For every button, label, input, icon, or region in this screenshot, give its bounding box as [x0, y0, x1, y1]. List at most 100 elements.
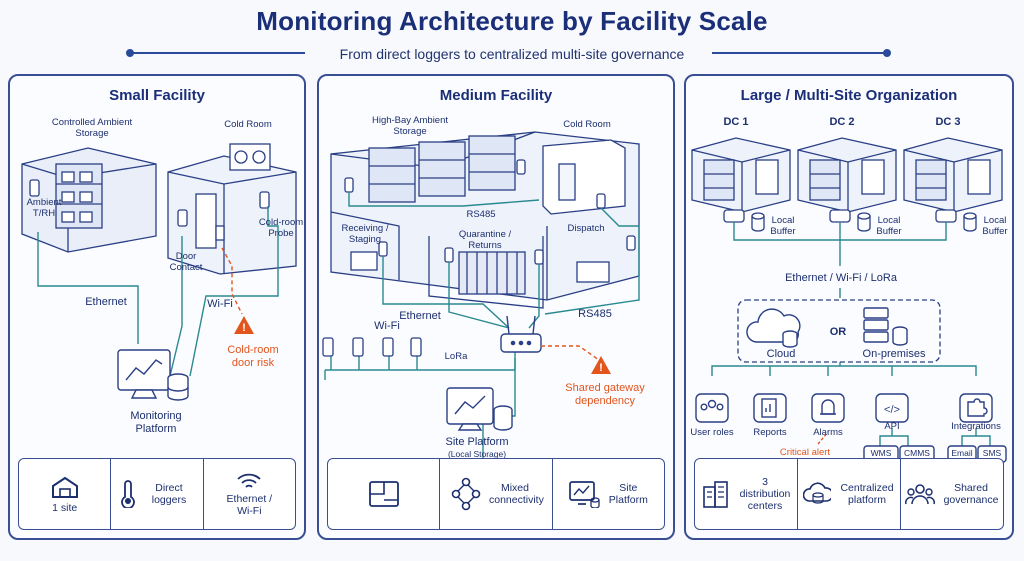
small-facility-diagram: ! — [21, 143, 297, 401]
thermometer-icon — [121, 480, 135, 508]
footer-label: Shared governance — [943, 482, 999, 506]
local-buffer-label-3: Local Buffer — [982, 215, 1008, 237]
rack-icon — [418, 141, 466, 197]
site-platform-label: Site Platform — [445, 436, 509, 448]
large-organization-title: Large / Multi-Site Organization — [740, 87, 958, 104]
subtitle-rule-right — [712, 49, 891, 57]
cold-room-door-warning-icon: ! — [234, 316, 254, 334]
monitoring-platform-label: Monitoring Platform — [130, 410, 182, 435]
site-label-dc2: DC 2 — [829, 116, 855, 128]
rs485-top-label: RS485 — [466, 209, 496, 220]
medium-cold-room-label: Cold Room — [563, 119, 611, 130]
cold-room-label: Cold Room — [224, 119, 272, 130]
footer-label: Direct loggers — [151, 482, 187, 506]
ambient-sensor-icon — [29, 179, 40, 197]
cloud-label: Cloud — [766, 348, 796, 360]
gateway-icon — [500, 315, 542, 353]
monitoring-platform-icon — [117, 349, 189, 401]
wireless-logger-icon — [352, 337, 364, 357]
rack-icon — [55, 163, 103, 229]
feature-label-integrations: Integrations — [951, 421, 1001, 432]
ethernet-label: Ethernet — [85, 296, 127, 308]
chip-wms: WMS — [870, 448, 892, 458]
cold-probe-icon — [259, 191, 270, 209]
cloud-db-icon — [746, 308, 801, 348]
footer-label: Mixed connectivity — [488, 482, 544, 506]
large-organization-panel: Large / Multi-Site Organization — [684, 74, 1014, 540]
medium-facility-panel: Medium Facility — [317, 74, 675, 540]
ambient-storage-label: Controlled Ambient Storage — [51, 117, 133, 139]
feature-label-alarms: Alarms — [813, 427, 843, 438]
large-organization-footer: 3 distribution centers Centralized platf… — [694, 458, 1004, 530]
gateway-icon — [829, 209, 851, 223]
rack-icon — [468, 135, 516, 191]
warehouse-icon — [51, 476, 78, 498]
local-buffer-icon — [751, 212, 765, 220]
door-contact-icon — [177, 209, 188, 227]
gateway-risk-label: Shared gateway dependency — [565, 382, 645, 407]
feature-label-reports: Reports — [753, 427, 787, 438]
cold-probe-label: Cold-room Probe — [258, 217, 304, 239]
wifi-label: Wi-Fi — [207, 298, 233, 310]
cloud-db-icon — [803, 482, 831, 504]
server-icon — [863, 307, 908, 346]
gateway-icon — [723, 209, 745, 223]
footer-cell-connectivity: Ethernet / Wi-Fi — [202, 459, 295, 529]
dispatch-label: Dispatch — [567, 223, 605, 234]
small-facility-panel: Small Facility — [8, 74, 306, 540]
footer-label: Ethernet / Wi-Fi — [226, 492, 273, 517]
subtitle-rule-left — [126, 49, 305, 57]
medium-wifi-label: Wi-Fi — [374, 320, 400, 332]
buildings-icon — [703, 481, 728, 508]
footer-label: Site Platform — [608, 482, 648, 506]
footer-label: 1 site — [52, 501, 78, 514]
footer-cell-loggers: Direct loggers — [110, 459, 202, 529]
svg-text:!: ! — [242, 322, 246, 334]
medium-facility-diagram: ! — [322, 131, 640, 460]
cold-room-risk-label: Cold-room door risk — [227, 344, 279, 369]
gateway-icon — [935, 209, 957, 223]
rack-icon — [368, 147, 416, 203]
wireless-logger-icon — [382, 337, 394, 357]
page-subtitle: From direct loggers to centralized multi… — [339, 46, 685, 62]
footer-cell-floorplan — [328, 459, 439, 529]
chip-email: Email — [951, 448, 973, 458]
high-bay-label: High-Bay Ambient Storage — [371, 115, 449, 137]
footer-cell-platform: Site Platform — [551, 459, 664, 529]
or-label: OR — [829, 326, 847, 338]
footer-label: 3 distribution centers — [739, 476, 791, 512]
footer-label: Centralized platform — [840, 482, 894, 506]
large-organization-diagram: </> — [691, 137, 1007, 463]
hosting-options-box — [737, 299, 941, 363]
wireless-logger-icon — [410, 337, 422, 357]
site-platform-sub-label: (Local Storage) — [447, 449, 507, 459]
floorplan-icon — [368, 481, 399, 507]
people-icon — [905, 484, 935, 505]
svg-text:!: ! — [599, 362, 603, 374]
footer-cell-governance: Shared governance — [900, 459, 1003, 529]
ambient-sensor-label: Ambient T/RH — [26, 197, 62, 219]
medium-ethernet-label: Ethernet — [399, 310, 441, 322]
site-platform-icon — [446, 387, 513, 431]
api-icon — [875, 393, 909, 423]
monitor-icon — [569, 481, 600, 508]
small-facility-title: Small Facility — [109, 87, 205, 104]
door-contact-label: Door Contact — [169, 251, 203, 273]
condenser-icon — [229, 143, 271, 171]
wifi-icon — [237, 473, 261, 488]
gateway-warning-icon: ! — [591, 356, 611, 374]
footer-cell-site: 1 site — [19, 459, 110, 529]
medium-facility-footer: Mixed connectivity Site Platform — [327, 458, 665, 530]
svg-text:</>: </> — [884, 404, 900, 416]
local-buffer-icon — [857, 212, 871, 220]
onprem-label: On-premises — [862, 348, 926, 360]
local-buffer-label-1: Local Buffer — [770, 215, 796, 237]
local-buffer-icon — [963, 212, 977, 220]
medium-rs485-label: RS485 — [578, 308, 612, 320]
feature-label-roles: User roles — [690, 427, 734, 438]
page-title: Monitoring Architecture by Facility Scal… — [256, 6, 768, 36]
footer-cell-platform: Centralized platform — [797, 459, 900, 529]
links-label: Ethernet / Wi-Fi / LoRa — [785, 272, 897, 284]
quarantine-label: Quarantine / Returns — [458, 229, 512, 251]
lora-label: LoRa — [444, 351, 468, 362]
